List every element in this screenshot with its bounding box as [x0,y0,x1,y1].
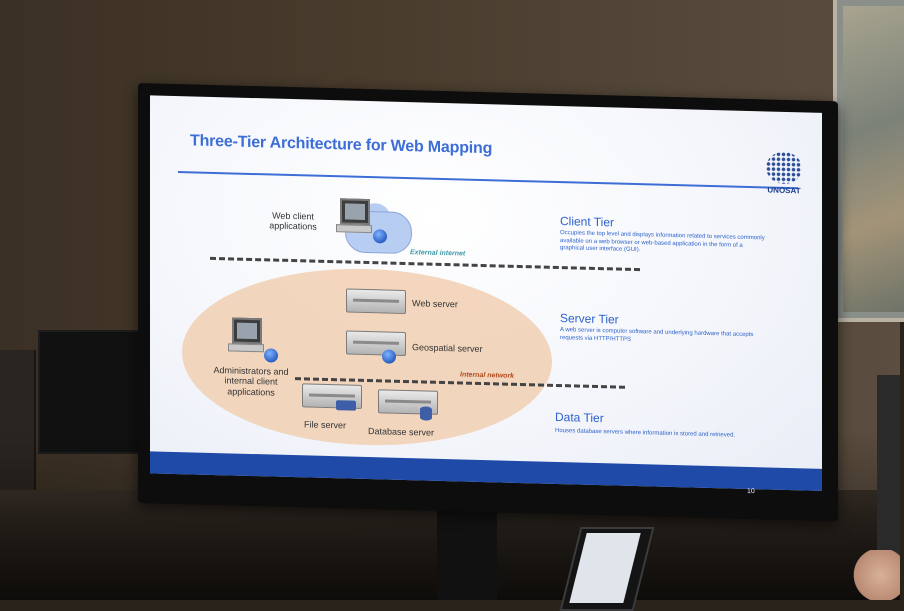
server-tier-description: A web server is computer software and un… [560,327,754,343]
data-tier-description: Houses database servers where informatio… [555,427,736,439]
geospatial-server-label: Geospatial server [412,342,483,355]
client-tier-heading: Client Tier [560,214,615,230]
wall-map-frame [833,0,904,322]
web-client-computer-icon [340,198,370,226]
admin-computer-icon [232,317,262,345]
external-internet-label: External internet [410,249,466,258]
web-client-label: Web client applications [269,210,317,233]
geospatial-server-icon [346,330,406,357]
client-tier-description: Occupies the top level and displays info… [560,230,765,254]
presentation-slide: Three-Tier Architecture for Web Mapping … [150,95,822,495]
data-tier-heading: Data Tier [555,409,604,426]
slide-title: Three-Tier Architecture for Web Mapping [190,132,493,158]
unosat-logo-icon [766,151,802,185]
server-tier-heading: Server Tier [560,311,619,327]
slide-page-number: 10 [747,487,755,496]
file-icon [336,400,356,411]
admin-keyboard-icon [228,343,264,353]
slide-footer-bar [150,451,822,491]
person-hand [852,550,900,600]
web-server-icon [346,288,406,315]
unosat-logo-text: UNOSAT [767,185,801,196]
external-boundary-line [210,256,640,272]
display-tv: Three-Tier Architecture for Web Mapping … [138,83,838,522]
database-server-label: Database server [368,426,435,438]
admin-globe-icon [264,348,278,363]
web-server-label: Web server [412,298,458,310]
right-panel [877,375,900,555]
admin-clients-label: Administrators and internal client appli… [213,364,289,398]
client-globe-icon [373,229,387,244]
database-icon [420,406,432,421]
wall-map-image [843,6,904,312]
tv-stand [437,510,497,600]
geospatial-globe-icon [382,349,396,364]
file-server-label: File server [304,419,347,431]
web-client-keyboard-icon [336,224,372,234]
title-rule [178,171,798,190]
internal-network-label: Internal network [460,371,515,380]
unosat-logo: UNOSAT [762,151,806,202]
